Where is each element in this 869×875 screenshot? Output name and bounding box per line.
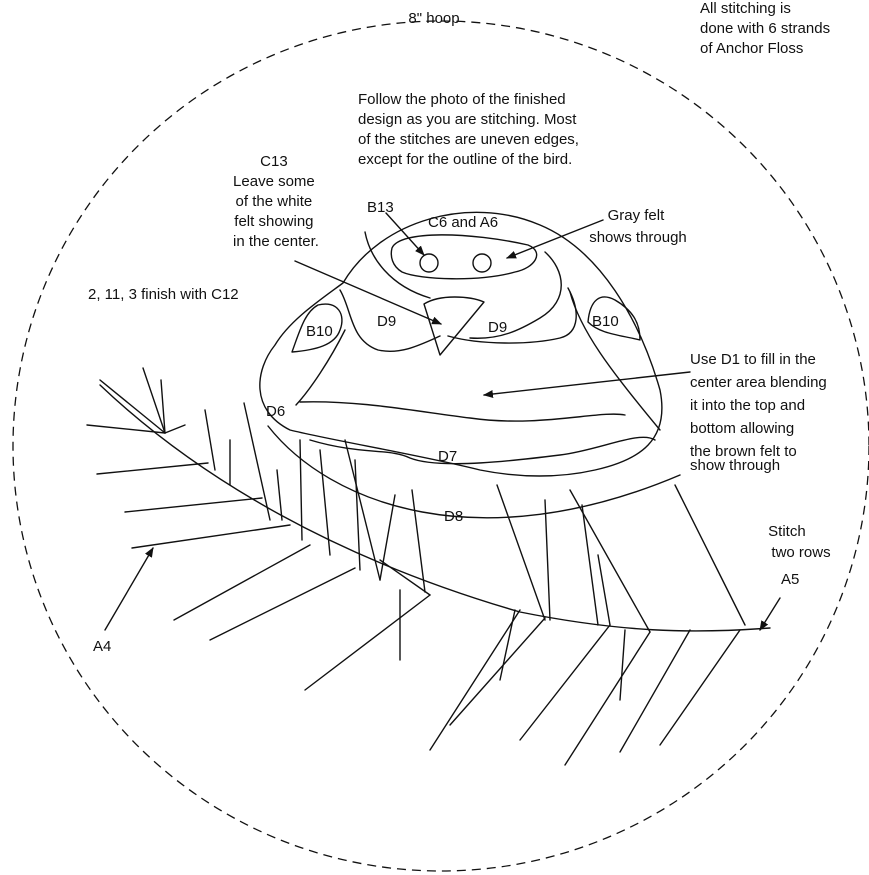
anchor-floss-note-line: done with 6 strands [700,20,830,37]
anchor-floss-note-line: All stitching is [700,0,791,17]
left-eye [420,254,438,272]
anchor-floss-note-line: of Anchor Floss [700,40,803,57]
label-d7: D7 [438,448,457,465]
a5-arrow [760,598,780,630]
c13-note: C13 Leave some of the white felt showing… [233,153,319,250]
bird-outline [260,212,662,476]
gray-felt-note-line: Gray felt [608,207,666,224]
breast-line-2 [310,437,655,463]
left-side-line [296,330,345,405]
c13-note-line: Leave some [233,173,315,190]
gray-felt-note-line: shows through [589,229,687,246]
d1-note: Use D1 to fill in the center area blendi… [690,351,831,474]
follow-photo-note-line: design as you are stitching. Most [358,111,577,128]
d1-note-line: bottom allowing [690,420,794,437]
finish-note: 2, 11, 3 finish with C12 [88,286,239,303]
pine-needles [87,368,745,765]
d1-note-line: center area blending [690,374,827,391]
label-c6-a6: C6 and A6 [428,214,498,231]
follow-photo-note: Follow the photo of the finished design … [358,91,583,168]
bird-bottom-curve [268,426,680,518]
cap-region [391,235,536,279]
c13-note-line: felt showing [234,213,313,230]
right-eye [473,254,491,272]
d1-arrow [484,372,690,395]
anchor-floss-note: All stitching is done with 6 strands of … [700,0,834,57]
breast-line-1 [300,402,625,421]
hoop-label: 8" hoop [408,10,459,27]
beak [424,297,484,355]
stitch-rows-note-line: Stitch [768,523,806,540]
c13-note-line: in the center. [233,233,319,250]
stitch-rows-note: Stitch two rows [768,523,830,561]
gray-felt-note: Gray felt shows through [589,207,687,246]
label-d6: D6 [266,403,285,420]
follow-photo-note-line: Follow the photo of the finished [358,91,566,108]
label-d8: D8 [444,508,463,525]
label-b10-right: B10 [592,313,619,330]
label-a5: A5 [781,571,799,588]
d1-note-line: show through [690,457,780,474]
label-a4: A4 [93,638,111,655]
follow-photo-note-line: of the stitches are uneven edges, [358,131,579,148]
label-d9-left: D9 [377,313,396,330]
c13-note-line: C13 [260,153,288,170]
mask-right [448,288,576,343]
label-b13: B13 [367,199,394,216]
a4-arrow [105,548,153,630]
c13-arrow [295,261,441,324]
label-b10-left: B10 [306,323,333,340]
d1-note-line: Use D1 to fill in the [690,351,816,368]
d1-note-line: it into the top and [690,397,805,414]
branch [100,385,770,631]
stitch-rows-note-line: two rows [771,544,830,561]
c13-note-line: of the white [236,193,313,210]
label-d9-right: D9 [488,319,507,336]
head-band-right [470,252,561,338]
follow-photo-note-line: except for the outline of the bird. [358,151,572,168]
